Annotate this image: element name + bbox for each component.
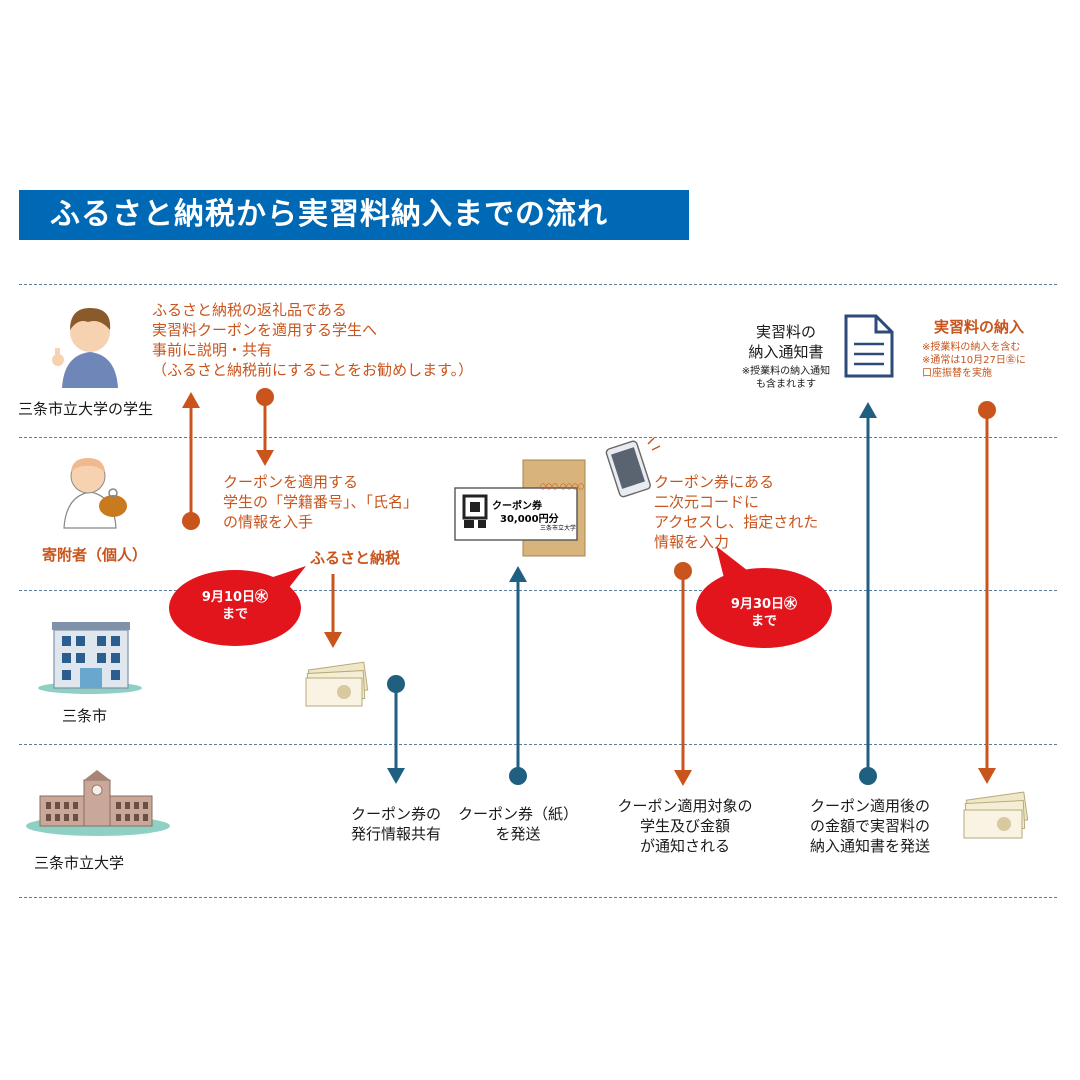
notice-doc-label: 実習料の 納入通知書	[748, 323, 824, 361]
coupon-issuer: 三条市立大学	[540, 525, 577, 532]
donor-person-icon	[63, 458, 127, 529]
arrow-send-notice	[859, 402, 877, 785]
step-share-info: クーポン券の 発行情報共有	[350, 805, 441, 843]
lane-divider	[19, 437, 1057, 438]
step-furusato: ふるさと納税	[310, 549, 401, 567]
step-notify: クーポン適用対象の 学生及び金額 が通知される	[617, 797, 753, 855]
step-access-code: クーポン券にある 二次元コードに アクセスし、指定された 情報を入力	[654, 473, 819, 551]
title-bar	[19, 190, 689, 240]
step-payment: 実習料の納入	[934, 318, 1025, 336]
banknotes-icon	[305, 661, 369, 707]
step-explain: ふるさと納税の返礼品である 実習料クーポンを適用する学生へ 事前に説明・共有 （…	[152, 301, 474, 379]
payment-notes: ※授業料の納入を含む ※通常は10月27日㊎に 口座振替を実施	[922, 342, 1026, 379]
deadline-2: 9月30日㊌ まで	[730, 597, 798, 629]
coupon-amount: 30,000円分	[500, 514, 559, 525]
arrow-payment	[978, 401, 996, 784]
lane-divider	[19, 284, 1057, 285]
actor-donor: 寄附者（個人）	[42, 546, 148, 564]
deadline-bubble	[169, 566, 306, 646]
arrow-send-coupon	[509, 566, 527, 785]
document-icon	[844, 314, 894, 378]
notice-doc-note: ※授業料の納入通知 も含まれます	[741, 366, 831, 390]
arrow-student-to-donor	[256, 388, 274, 466]
step-obtain-info: クーポンを適用する 学生の「学籍番号」、「氏名」 の情報を入手	[223, 473, 419, 531]
coupon-title: クーポン券	[492, 501, 542, 512]
city-hall-icon	[38, 622, 142, 694]
step-send-notice: クーポン適用後の の金額で実習料の 納入通知書を発送	[809, 797, 930, 855]
student-person-icon	[52, 308, 118, 388]
arrow-notify	[674, 562, 692, 786]
banknotes-icon	[963, 791, 1029, 839]
arrow-donor-to-student	[182, 392, 200, 530]
lane-divider	[19, 590, 1057, 591]
deadline-1: 9月10日㊌ まで	[201, 590, 269, 622]
smartphone-icon	[605, 440, 651, 498]
lane-divider	[19, 897, 1057, 898]
arrow-donation	[324, 574, 342, 648]
envelope-mark: 〇〇〇‐〇〇〇〇	[540, 484, 585, 491]
page-title: ふるさと納税から実習料納入までの流れ	[50, 197, 608, 232]
actor-university: 三条市立大学	[34, 854, 125, 872]
actor-student: 三条市立大学の学生	[18, 400, 154, 418]
actor-city: 三条市	[62, 707, 108, 725]
lane-divider	[19, 744, 1057, 745]
deadline-bubble	[696, 546, 832, 648]
arrow-share-info	[387, 675, 405, 784]
university-building-icon	[26, 770, 170, 836]
step-send-coupon: クーポン券（紙） を発送	[457, 805, 578, 843]
coupon-envelope-icon	[454, 459, 586, 557]
